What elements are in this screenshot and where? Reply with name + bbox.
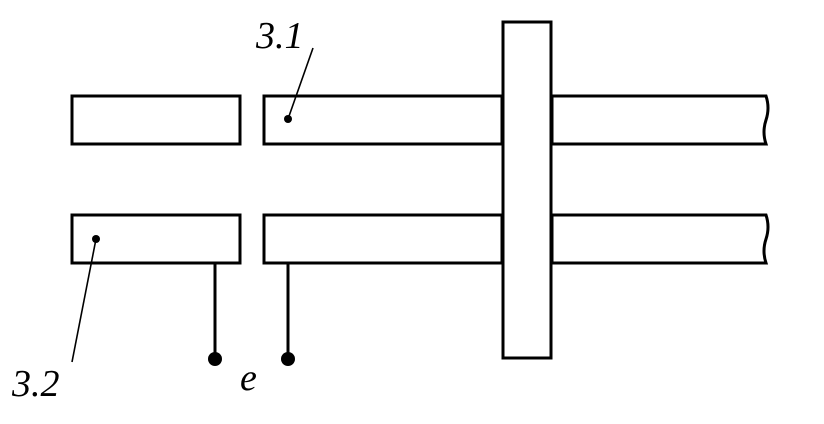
vertical-bar	[501, 20, 553, 360]
upper-plate-3-1	[262, 94, 504, 146]
leader-line-3-1	[287, 47, 314, 120]
reference-dot-3-1	[284, 115, 292, 123]
terminal-right	[281, 352, 295, 366]
upper-right-plate-segment	[550, 94, 770, 146]
label-e: e	[240, 357, 257, 399]
reference-dot-3-2	[92, 235, 100, 243]
upper-left-block	[70, 94, 242, 146]
lower-middle-block	[262, 213, 504, 265]
label-3-1: 3.1	[255, 15, 304, 57]
terminal-left	[208, 352, 222, 366]
lower-right-plate-segment	[550, 213, 770, 265]
leader-line-3-2	[71, 238, 97, 363]
label-3-2: 3.2	[11, 363, 60, 405]
